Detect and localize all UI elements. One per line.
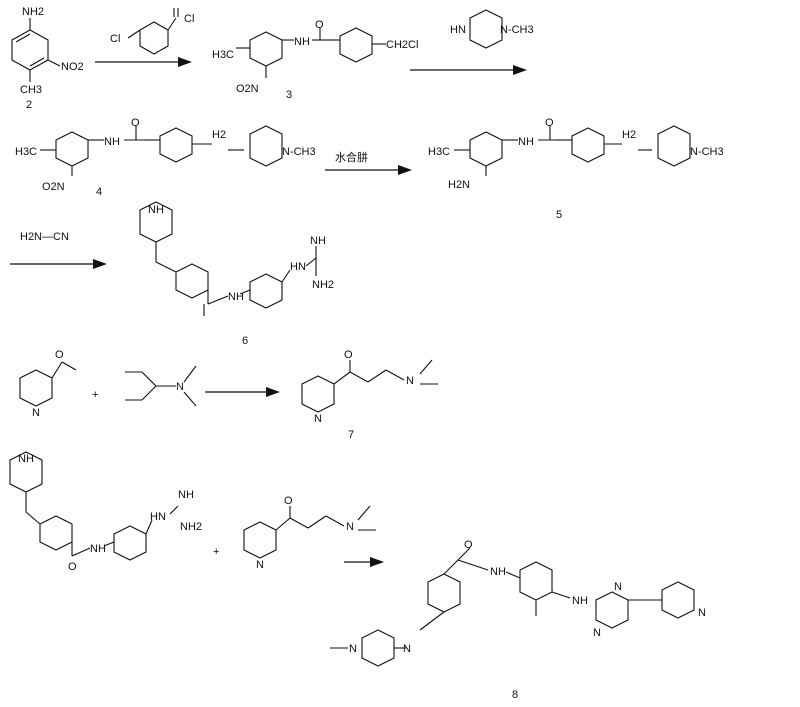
c6-nh-piperazine: NH [148,204,164,216]
compound-dmf-dma: N [125,365,197,407]
compound-5: H3C NH O H2 N-CH3 H2N 5 [428,117,724,221]
c6b-hn-guanidine: HN [150,511,166,523]
c5-h2n-label: H2N [448,179,470,191]
c3-ch2cl-label: CH2Cl [386,39,418,51]
reagent-methylpiperazine: HN N-CH3 [450,9,534,49]
compound-acetylpyridine: O N [19,349,77,419]
plus-sign-1: + [92,389,98,401]
c2-nh2-label: NH2 [22,6,44,18]
compound-4-number: 4 [96,186,102,198]
c3-nh-label: NH [294,36,310,48]
reagent2-hn-label: HN [450,24,466,36]
compound-6: NH NH HN NH NH2 6 [139,201,334,347]
acetylpyridine-o: O [55,349,64,361]
compound-3: H3C NH O CH2Cl O2N 3 [212,19,418,101]
c4-o-label: O [131,117,140,129]
compound-6-number: 6 [242,335,248,347]
c6b-nh-imine: NH [178,489,194,501]
dmfdma-n: N [176,381,184,393]
compound-6-reactant: NH NH O HN NH NH2 [9,451,202,573]
c7-n-label: N [406,375,414,387]
compound-7-reactant: O N N [243,495,376,571]
compound-7-number: 7 [348,429,354,441]
compound-7: O N N 7 [301,349,438,441]
c6b-o: O [68,561,77,573]
c7b-py-n: N [256,559,264,571]
compound-4: H3C NH O H2 N-CH3 O2N 4 [15,117,316,198]
c4-nch3-label: N-CH3 [282,146,316,158]
c7-py-n-label: N [314,413,322,425]
compound-8: O NH NH N N N N N 8 [330,539,706,701]
c8-n-pyrimidine-2: N [593,627,601,639]
reagent2-nch3-label: N-CH3 [500,24,534,36]
c8-n-pyrimidine-1: N [614,581,622,593]
c6b-nh-piperazine: NH [18,453,34,465]
compound-2: NH2 NO2 CH3 2 [11,6,84,111]
compound-2-number: 2 [26,99,32,111]
c6-nh2: NH2 [312,279,334,291]
reagent3-label: 水合肼 [335,150,368,164]
c8-n-piperazine-2: N [403,643,411,655]
c4-h2-label: H2 [212,129,226,141]
c8-o-label: O [464,539,473,551]
c3-o2n-label: O2N [236,83,259,95]
acetylpyridine-n: N [32,407,40,419]
c5-h3c-label: H3C [428,146,450,158]
c5-o-label: O [545,117,554,129]
c6b-nh2: NH2 [180,521,202,533]
c8-n-pyridine: N [698,607,706,619]
c2-ch3-label: CH3 [20,84,42,96]
c4-h3c-label: H3C [15,146,37,158]
compound-5-number: 5 [556,209,562,221]
c8-nh-link: NH [572,595,588,607]
c5-nh-label: NH [518,136,534,148]
c5-nch3-label: N-CH3 [690,146,724,158]
c6-nh-amide: NH [228,291,244,303]
reagent1-cl-left: Cl [110,33,120,45]
c5-h2-label: H2 [622,129,636,141]
c3-o-label: O [315,19,324,31]
reagent4-label: H2N—CN [20,231,69,243]
reagent-chloromethylbenzoyl-chloride: Cl Cl [110,8,194,55]
c2-no2-label: NO2 [61,61,84,73]
plus-sign-2: + [213,546,219,558]
c7-o-label: O [344,349,353,361]
c6-hn-guanidine: HN [290,261,306,273]
c4-o2n-label: O2N [42,181,65,193]
compound-8-number: 8 [512,689,518,701]
c6-nh-imine: NH [310,235,326,247]
compound-3-number: 3 [286,89,292,101]
c8-nh-amide: NH [490,566,506,578]
reagent1-cl-right: Cl [184,13,194,25]
c6b-nh-amide: NH [90,543,106,555]
c3-h3c-label: H3C [212,49,234,61]
c4-nh-label: NH [104,136,120,148]
c7b-n: N [346,521,354,533]
c8-n-piperazine-1: N [349,643,357,655]
c7b-o: O [284,495,293,507]
